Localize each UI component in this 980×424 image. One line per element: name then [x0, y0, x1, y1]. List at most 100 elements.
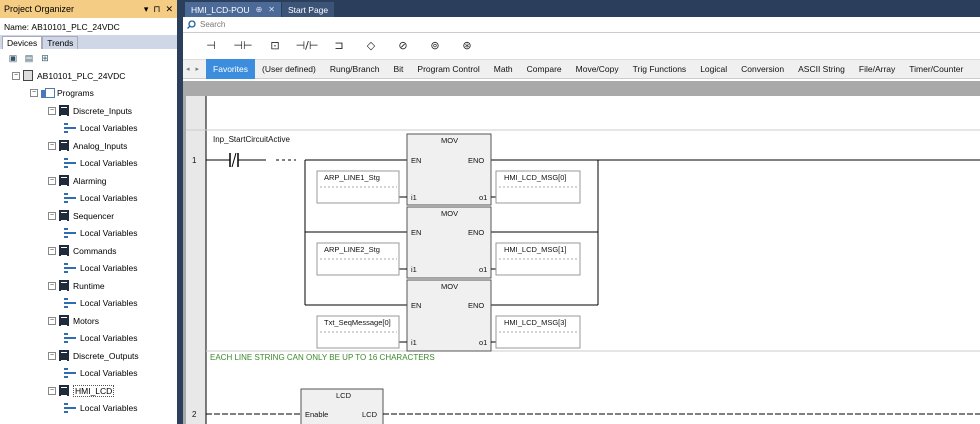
tree-local-variables[interactable]: Local Variables — [0, 400, 177, 418]
branch-icon[interactable]: ⊐ — [334, 38, 344, 52]
category-favorites[interactable]: Favorites — [206, 59, 255, 79]
collapse-icon[interactable]: − — [48, 141, 56, 150]
pou-icon — [59, 210, 69, 222]
tree-pou-runtime[interactable]: −Runtime — [0, 277, 177, 295]
rung-comment[interactable]: EACH LINE STRING CAN ONLY BE UP TO 16 CH… — [210, 353, 435, 362]
tab-label: Start Page — [287, 4, 329, 15]
tab-start-page[interactable]: Start Page — [281, 2, 335, 17]
pou-icon — [59, 385, 69, 397]
panel-menu-icon[interactable]: ▾ — [143, 3, 149, 14]
plc-device-icon — [23, 70, 33, 82]
input-operand[interactable]: ARP_LINE1_Stg — [324, 173, 380, 182]
contact-icon[interactable]: ⊣⊢ — [233, 38, 253, 52]
collapse-icon[interactable]: − — [48, 351, 56, 360]
output-operand[interactable]: HMI_LCD_MSG[1] — [504, 245, 567, 254]
tree-view-icon[interactable]: ⊞ — [41, 52, 49, 63]
properties-icon[interactable]: ▤ — [24, 52, 34, 63]
category-file-array[interactable]: File/Array — [858, 64, 896, 74]
pin-icon[interactable]: ⊕ — [255, 5, 263, 14]
collapse-icon[interactable]: − — [48, 386, 56, 395]
add-device-icon[interactable]: ▣ — [8, 52, 18, 63]
tab-hmi-lcd-pou[interactable]: HMI_LCD-POU ⊕ ✕ — [185, 2, 281, 17]
local-variables-icon — [64, 158, 76, 169]
tree-local-variables[interactable]: Local Variables — [0, 120, 177, 138]
local-variables-icon — [64, 263, 76, 274]
category-math[interactable]: Math — [493, 64, 513, 74]
output-operand[interactable]: HMI_LCD_MSG[3] — [504, 318, 567, 327]
name-label: Name: — [4, 21, 30, 32]
collapse-icon[interactable]: − — [48, 176, 56, 185]
mov-block-3 — [406, 279, 492, 352]
block-title: MOV — [441, 209, 459, 218]
category-program-control[interactable]: Program Control — [417, 64, 480, 74]
category-rung-branch[interactable]: Rung/Branch — [329, 64, 380, 74]
reset-icon[interactable]: ⊘ — [398, 38, 408, 52]
rung-icon[interactable]: ⊣ — [206, 38, 216, 52]
tree-local-variables[interactable]: Local Variables — [0, 330, 177, 348]
pin-o1: o1 — [479, 265, 488, 274]
local-variables-label: Local Variables — [80, 403, 138, 414]
category-bit[interactable]: Bit — [393, 64, 404, 74]
panel-titlebar: Project Organizer ▾ ⊓ ✕ — [0, 0, 177, 18]
negated-contact-icon[interactable]: ⊣/⊢ — [295, 38, 319, 52]
category-compare[interactable]: Compare — [526, 64, 562, 74]
tree-local-variables[interactable]: Local Variables — [0, 260, 177, 278]
contact-label[interactable]: Inp_StartCircuitActive — [213, 135, 290, 144]
device-label: AB10101_PLC_24VDC — [37, 70, 126, 81]
tree-pou-discrete-inputs[interactable]: −Discrete_Inputs — [0, 102, 177, 120]
category-user-defined[interactable]: (User defined) — [262, 64, 316, 74]
category-trig-functions[interactable]: Trig Functions — [632, 64, 687, 74]
scroll-left-icon[interactable]: ◂ — [186, 66, 190, 73]
collapse-icon[interactable]: − — [48, 106, 56, 115]
output-operand[interactable]: HMI_LCD_MSG[0] — [504, 173, 567, 182]
category-move-copy[interactable]: Move/Copy — [575, 64, 619, 74]
collapse-icon[interactable]: − — [48, 281, 56, 290]
collapse-icon[interactable]: − — [30, 89, 38, 98]
tree-local-variables[interactable]: Local Variables — [0, 155, 177, 173]
tab-trends[interactable]: Trends — [42, 36, 79, 49]
scroll-right-icon[interactable]: ▸ — [195, 66, 200, 73]
ladder-toolbar: ⊣ ⊣⊢ ⊡ ⊣/⊢ ⊐ ◇ ⊘ ⊚ ⊛ — [183, 33, 980, 57]
tree-pou-discrete-outputs[interactable]: −Discrete_Outputs — [0, 347, 177, 365]
project-name-row: Name: AB10101_PLC_24VDC — [0, 18, 177, 35]
tree-pou-analog-inputs[interactable]: −Analog_Inputs — [0, 137, 177, 155]
tab-devices[interactable]: Devices — [2, 36, 43, 49]
panel-pin-icon[interactable]: ⊓ — [153, 3, 161, 14]
tree-local-variables[interactable]: Local Variables — [0, 190, 177, 208]
panel-close-icon[interactable]: ✕ — [165, 3, 173, 14]
output-operand-box — [495, 170, 581, 204]
search-bar[interactable]: Search — [183, 17, 980, 33]
ladder-sheet[interactable]: 1 Inp_StartCircuitActive MOV EN ENO i1 o… — [186, 96, 980, 424]
pou-icon — [59, 280, 69, 292]
collapse-icon[interactable]: − — [48, 316, 56, 325]
tree-device[interactable]: − AB10101_PLC_24VDC — [0, 67, 177, 85]
category-ascii-string[interactable]: ASCII String — [798, 64, 845, 74]
tree-pou-sequencer[interactable]: −Sequencer — [0, 207, 177, 225]
instruction-category-bar: ◂ ▸ Favorites (User defined) Rung/Branch Bi… — [183, 59, 980, 79]
collapse-icon[interactable]: − — [12, 71, 20, 80]
tree-pou-commands[interactable]: −Commands — [0, 242, 177, 260]
input-operand[interactable]: ARP_LINE2_Stg — [324, 245, 380, 254]
local-variables-label: Local Variables — [80, 123, 138, 134]
collapse-icon[interactable]: − — [48, 246, 56, 255]
category-conversion[interactable]: Conversion — [741, 64, 785, 74]
tree-pou-hmi-lcd[interactable]: −HMI_LCD — [0, 382, 177, 400]
tree-pou-motors[interactable]: − Motors — [0, 312, 177, 330]
negative-edge-icon[interactable]: ⊛ — [462, 38, 472, 52]
category-timer-counter[interactable]: Timer/Counter — [909, 64, 964, 74]
tree-local-variables[interactable]: Local Variables — [0, 295, 177, 313]
tree-programs[interactable]: −Programs — [0, 85, 177, 103]
collapse-icon[interactable]: − — [48, 211, 56, 220]
positive-edge-icon[interactable]: ⊚ — [430, 38, 440, 52]
pou-label: Motors — [73, 315, 99, 326]
coil-icon[interactable]: ⊡ — [270, 38, 280, 52]
tree-local-variables[interactable]: Local Variables — [0, 225, 177, 243]
tree-pou-alarming[interactable]: −Alarming — [0, 172, 177, 190]
set-icon[interactable]: ◇ — [366, 38, 376, 52]
tree-local-variables[interactable]: Local Variables — [0, 365, 177, 383]
local-variables-label: Local Variables — [80, 263, 138, 274]
category-logical[interactable]: Logical — [700, 64, 728, 74]
close-icon[interactable]: ✕ — [268, 5, 275, 14]
input-operand[interactable]: Txt_SeqMessage[0] — [324, 318, 391, 327]
pin-eno: ENO — [468, 228, 485, 237]
